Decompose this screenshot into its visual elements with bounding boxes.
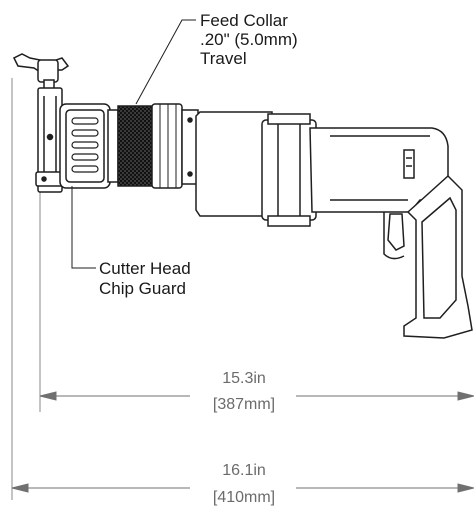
overall-dimension-arrow-left	[11, 483, 29, 493]
clamp-tab-top	[267, 113, 311, 125]
collar-ring-right	[151, 103, 183, 189]
leader-lines	[71, 19, 196, 269]
cutter-head-chip-guard	[59, 103, 111, 189]
motor-body	[195, 111, 273, 217]
extension-lines	[11, 78, 41, 500]
cutter-head-label-line-2: Chip Guard	[99, 279, 186, 298]
feed-collar	[107, 103, 199, 189]
knurled-collar	[117, 105, 153, 187]
body-dimension-arrow-right	[457, 391, 474, 401]
cutter-head-leader	[71, 186, 96, 269]
feed-collar-label-line-1: Feed Collar	[200, 11, 288, 30]
body-length-inches: 15.3in	[222, 370, 266, 387]
motor-housing	[195, 111, 449, 227]
feed-collar-leader	[135, 19, 196, 105]
handwheel-hub	[37, 59, 59, 83]
handwheel-wing-left	[12, 53, 41, 74]
body-length-mm-value: 387mm	[217, 396, 271, 413]
chip-guard-slots	[71, 117, 99, 173]
body-length-mm: [387mm]	[196, 396, 292, 414]
overall-length-inches: 16.1in	[222, 462, 266, 479]
trigger	[387, 213, 405, 251]
bracket-right: ]	[270, 396, 276, 413]
bracket-right: ]	[270, 489, 276, 506]
dimension-lines	[11, 391, 474, 493]
bracket-left: [	[212, 396, 218, 413]
trigger-guard	[383, 212, 405, 260]
overall-length-mm: [410mm]	[196, 489, 292, 507]
pistol-grip	[383, 174, 473, 339]
cutter-head-label-line-1: Cutter Head	[99, 259, 191, 278]
feed-collar-label-line-3: Travel	[200, 49, 247, 68]
feed-collar-label-line-2: .20" (5.0mm)	[200, 30, 298, 49]
grip-body	[403, 174, 473, 339]
bracket-left: [	[212, 489, 218, 506]
handwheel	[12, 53, 70, 93]
collar-ring-left	[107, 109, 119, 183]
feed-column	[35, 87, 65, 193]
overall-dimension-arrow-right	[457, 483, 474, 493]
column-pin	[46, 133, 54, 141]
overall-length-mm-value: 410mm	[217, 489, 271, 506]
grip-inner	[421, 196, 457, 319]
motor-clamp	[261, 119, 317, 221]
body-dimension-arrow-left	[39, 391, 57, 401]
clamp-tab-bottom	[267, 215, 311, 227]
